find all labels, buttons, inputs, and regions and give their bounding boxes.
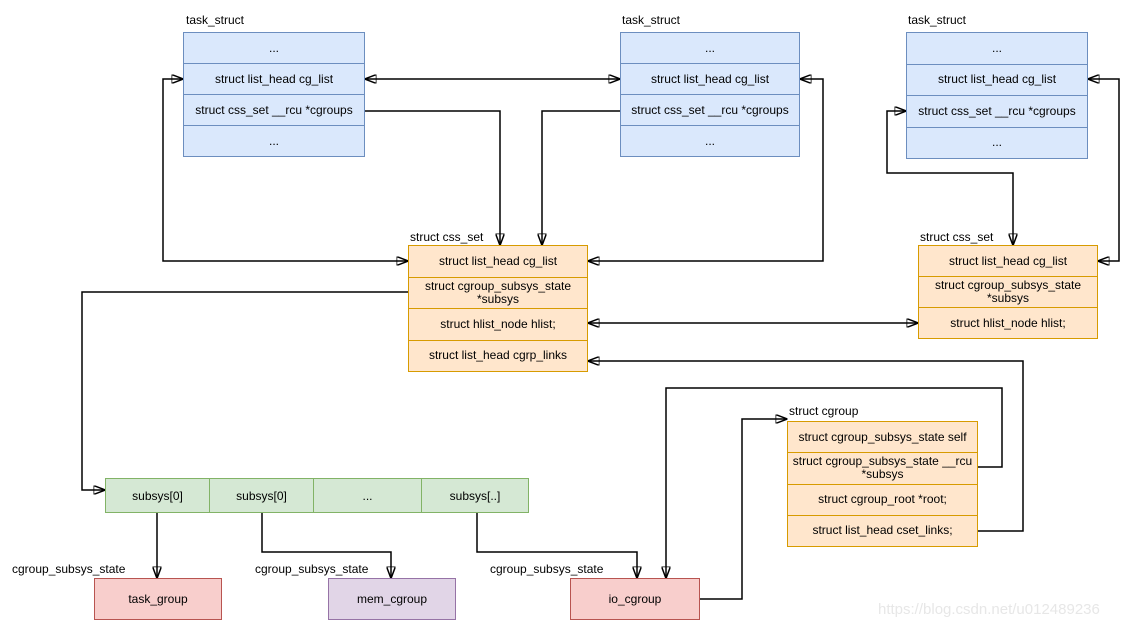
subsys-array-cell-ellipsis: ... (313, 478, 422, 513)
task-struct-3-label: task_struct (908, 13, 967, 27)
arrow-task2-cgroups-to-css-set (542, 110, 620, 245)
mem-cgroup-box: mem_cgroup (328, 578, 456, 620)
css-set-right-box: struct list_head cg_list struct cgroup_s… (918, 245, 1098, 339)
task-struct-row-cgroups: struct css_set __rcu *cgroups (907, 95, 1087, 127)
cgroup-row-cset-links: struct list_head cset_links; (788, 514, 977, 546)
cgroup-row-self: struct cgroup_subsys_state self (798, 429, 967, 444)
io-cgroup-box: io_cgroup (570, 578, 700, 620)
css-set-right-label: struct css_set (920, 230, 994, 244)
subsys-state-label-mem-cgroup: cgroup_subsys_state (255, 562, 369, 576)
css-set-row-subsys: struct cgroup_subsys_state *subsys (919, 276, 1097, 307)
task-struct-row-cg-list: struct list_head cg_list (907, 63, 1087, 96)
task-struct-1-label: task_struct (186, 13, 245, 27)
task-struct-row-ellipsis: ... (268, 40, 279, 55)
css-set-row-cg-list: struct list_head cg_list (948, 253, 1068, 268)
css-set-left-box: struct list_head cg_list struct cgroup_s… (408, 245, 588, 372)
arrow-task3-css-set-right-cg-list (1088, 79, 1120, 261)
task-struct-1-box: ... struct list_head cg_list struct css_… (183, 32, 365, 157)
task-group-box: task_group (94, 578, 222, 620)
subsys-state-label-task-group: cgroup_subsys_state (12, 562, 126, 576)
css-set-row-cgrp-links: struct list_head cgrp_links (409, 339, 587, 372)
subsys-array-cell-n: subsys[..] (421, 478, 529, 513)
task-struct-row-ellipsis: ... (704, 40, 715, 55)
task-struct-row-ellipsis: ... (907, 126, 1087, 159)
task-struct-row-cgroups: struct css_set __rcu *cgroups (184, 94, 364, 125)
css-set-left-label: struct css_set (410, 230, 484, 244)
css-set-row-hlist: struct hlist_node hlist; (409, 308, 587, 340)
cgroup-box: struct cgroup_subsys_state self struct c… (787, 421, 978, 547)
arrow-task1-cgroups-to-css-set (365, 110, 500, 245)
subsys-array-cell-1: subsys[0] (209, 478, 314, 513)
task-struct-3-box: ... struct list_head cg_list struct css_… (906, 32, 1088, 159)
css-set-row-subsys: struct cgroup_subsys_state *subsys (409, 276, 587, 309)
task-struct-row-ellipsis: ... (621, 125, 799, 156)
task-struct-2-box: ... struct list_head cg_list struct css_… (620, 32, 800, 157)
arrow-css-set-subsys-to-array (81, 291, 408, 490)
css-set-row-hlist: struct hlist_node hlist; (919, 307, 1097, 338)
subsys-array-cell-0: subsys[0] (105, 478, 210, 513)
task-struct-row-ellipsis: ... (991, 40, 1002, 55)
cgroup-row-rcu-subsys: struct cgroup_subsys_state __rcu *subsys (788, 452, 977, 483)
arrow-io-cgroup-to-cgroup (700, 419, 787, 600)
cgroup-label: struct cgroup (789, 404, 859, 418)
task-struct-row-ellipsis: ... (184, 125, 364, 156)
subsys-state-label-io-cgroup: cgroup_subsys_state (490, 562, 604, 576)
task-struct-row-cg-list: struct list_head cg_list (184, 63, 364, 94)
task-struct-row-cgroups: struct css_set __rcu *cgroups (621, 94, 799, 125)
subsys-array: subsys[0] subsys[0] ... subsys[..] (105, 478, 529, 513)
cgroup-row-root: struct cgroup_root *root; (788, 483, 977, 515)
task-struct-2-label: task_struct (622, 13, 681, 27)
csdn-watermark: https://blog.csdn.net/u012489236 (878, 601, 1100, 618)
css-set-row-cg-list: struct list_head cg_list (438, 253, 558, 268)
task-struct-row-cg-list: struct list_head cg_list (621, 63, 799, 94)
